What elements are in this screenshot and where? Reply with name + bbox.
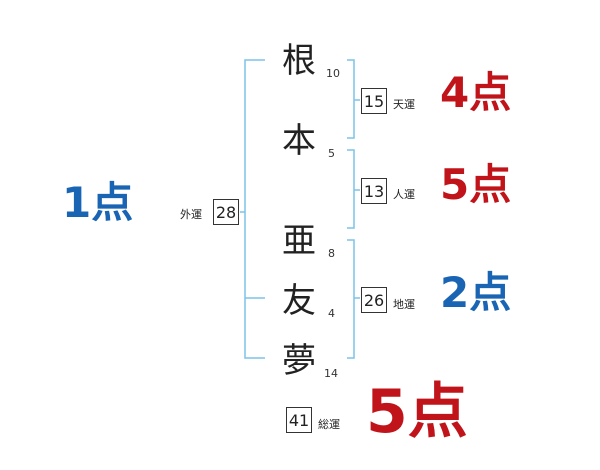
so-value-box: 41 [286,407,312,433]
jin-score: 5点 [440,160,512,209]
so-score: 5点 [366,377,468,447]
stroke-count-3: 8 [328,247,335,260]
chi-score: 2点 [440,268,512,317]
jin-label: 人運 [393,188,415,201]
stroke-count-2: 5 [328,147,335,160]
ten-score: 4点 [440,68,512,117]
name-char-2: 本 [282,121,316,161]
chi-value-box: 26 [361,287,387,313]
name-char-1: 根 [282,41,316,81]
chi-label: 地運 [393,298,415,311]
gai-label: 外運 [180,208,202,221]
name-char-3: 亜 [282,221,316,261]
so-label: 総運 [318,418,340,431]
stroke-count-4: 4 [328,307,335,320]
ten-bracket [347,59,355,139]
outer-bracket [244,59,265,359]
name-char-5: 夢 [282,341,316,381]
ten-value-box: 15 [361,88,387,114]
chi-bracket [347,239,355,359]
jin-bracket [347,149,355,229]
gai-value-box: 28 [213,199,239,225]
name-char-4: 友 [282,281,316,321]
stroke-count-1: 10 [326,67,340,80]
jin-value-box: 13 [361,178,387,204]
ten-label: 天運 [393,98,415,111]
stroke-count-5: 14 [324,367,338,380]
gai-score: 1点 [62,178,134,227]
